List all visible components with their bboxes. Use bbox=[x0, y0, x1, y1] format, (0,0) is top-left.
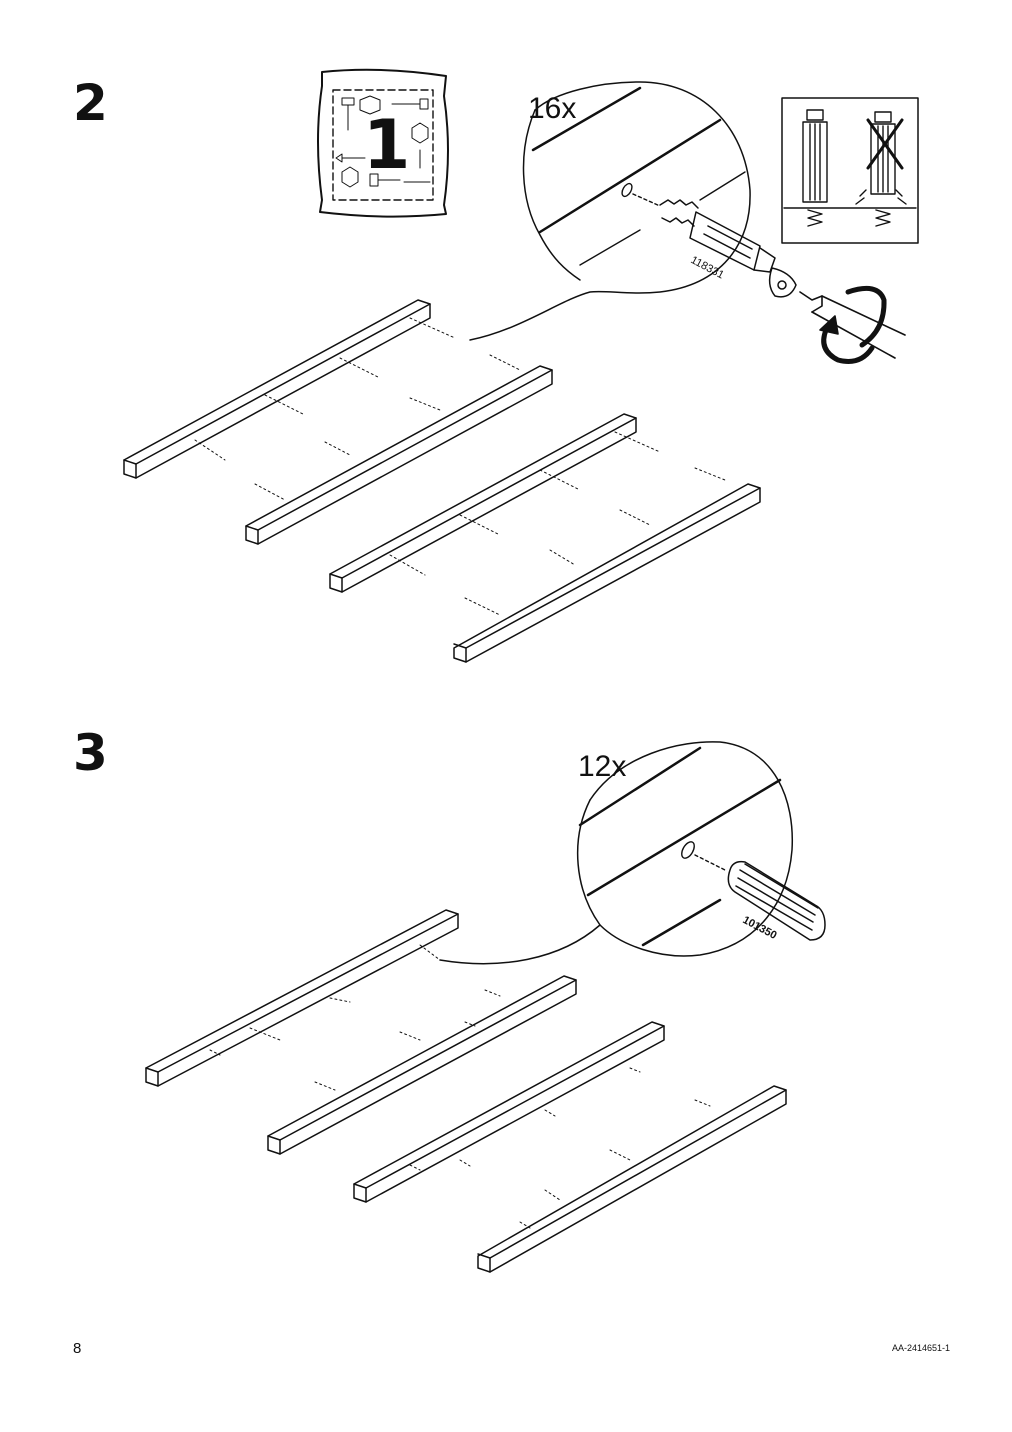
quantity-label-step-3: 12x bbox=[578, 750, 626, 783]
correct-incorrect-inset bbox=[781, 97, 919, 244]
rails-step-3 bbox=[145, 909, 787, 1273]
wooden-dowel-icon bbox=[727, 860, 826, 941]
step-3-number: 3 bbox=[73, 724, 108, 782]
connector-bolt-icon bbox=[659, 199, 797, 298]
page-number: 8 bbox=[73, 1340, 82, 1357]
detail-magnifier bbox=[439, 741, 794, 965]
hardware-bag-icon bbox=[317, 68, 449, 218]
document-code: AA-2414651-1 bbox=[891, 1343, 950, 1353]
rails-step-2 bbox=[123, 299, 761, 663]
bag-number-label: 1 bbox=[363, 106, 410, 185]
detail-magnifier bbox=[469, 81, 751, 341]
screwdriver-icon bbox=[799, 285, 906, 364]
quantity-label-step-2: 16x bbox=[528, 92, 576, 125]
step-2-number: 2 bbox=[73, 74, 108, 132]
